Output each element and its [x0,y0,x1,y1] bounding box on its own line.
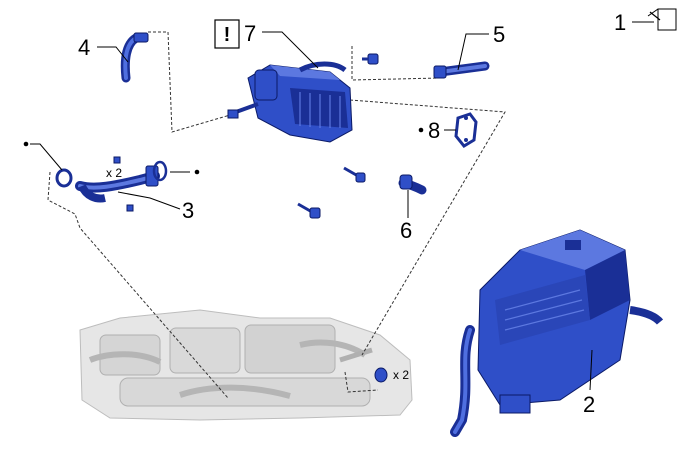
hose-part-4 [120,32,149,83]
dashed-reference-lines [47,31,506,399]
bullet-dot [194,169,200,175]
quantity-label: x 2 [106,166,122,180]
callout-8: 8 [428,118,440,143]
bullet-markers [23,127,424,175]
leader-lines [30,21,654,391]
egr-cooler-part-7 [227,61,353,143]
cooler-assembly-part-2 [450,229,664,437]
bullet-dot [23,141,29,147]
bolts [297,53,388,383]
hose-part-6 [398,174,427,195]
callout-6: 6 [400,218,412,243]
gasket-part-8 [454,112,478,148]
callout-3: 3 [182,198,194,223]
pipe-part-3 [55,156,168,212]
callout-7: 7 [244,21,256,46]
engine-background [79,309,413,421]
warning-box: ! [214,19,240,49]
bullet-dot [418,127,424,133]
hose-part-5 [433,61,490,79]
callout-5: 5 [493,22,505,47]
warning-symbol: ! [224,24,231,46]
callout-2: 2 [583,392,595,417]
quantity-label: x 2 [393,368,409,382]
note-pad-icon [647,8,677,31]
callout-4: 4 [78,35,90,60]
callout-1: 1 [614,10,626,35]
